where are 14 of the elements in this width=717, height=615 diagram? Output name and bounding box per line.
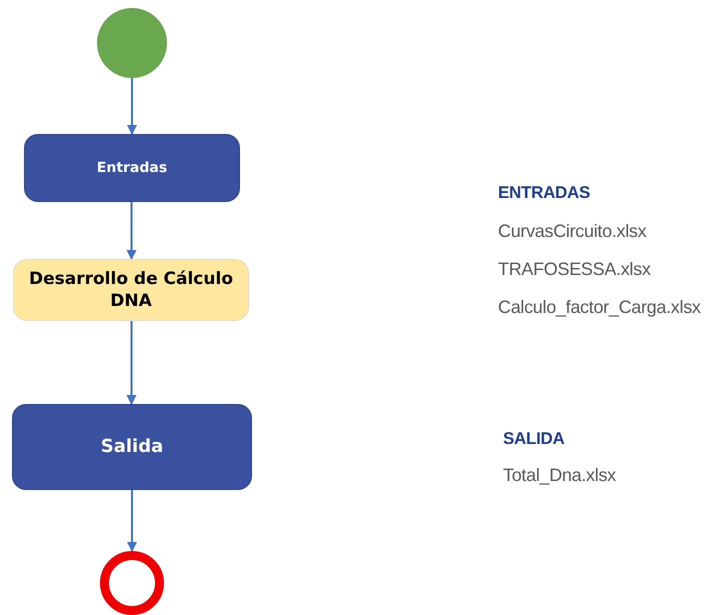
arrow	[127, 490, 137, 552]
section-heading: ENTRADAS	[498, 183, 590, 203]
process-box: Desarrollo de Cálculo DNA	[13, 259, 249, 321]
end-circle	[100, 551, 164, 615]
process-box: Entradas	[24, 134, 240, 202]
file-name: Calculo_factor_Carga.xlsx	[498, 297, 701, 318]
file-name: CurvasCircuito.xlsx	[498, 221, 646, 242]
file-name: TRAFOSESSA.xlsx	[498, 259, 651, 280]
file-name: Total_Dna.xlsx	[503, 465, 616, 486]
arrow	[126, 202, 136, 260]
arrow	[127, 78, 137, 135]
arrow	[126, 321, 136, 405]
section-heading: SALIDA	[503, 429, 564, 449]
process-box: Salida	[12, 404, 252, 490]
